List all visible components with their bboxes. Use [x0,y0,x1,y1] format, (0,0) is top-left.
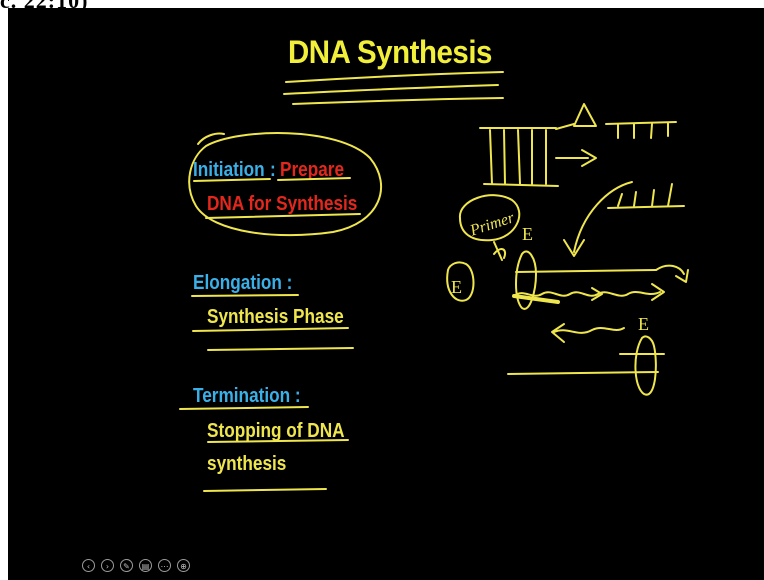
slideshow-controls: ‹ › ✎ ▤ ⋯ ⊕ [82,559,190,572]
initiation-underline [206,214,360,218]
strand-tooth [652,190,654,206]
ink-annotations: Primer E E E [8,8,764,580]
primer-text: Primer [467,209,517,240]
strand-bottom [608,206,684,208]
dna-strand-curl [656,266,684,274]
top-caption-strip: c. 22:10) [0,0,764,8]
elongation-underline [192,295,298,296]
termination-underline [204,489,326,491]
ladder-rung [490,130,492,184]
top-caption-text: c. 22:10) [0,0,88,8]
initiation-circle [189,133,381,235]
ladder-rung [504,130,505,184]
termination-underline [208,440,348,442]
termination-underline [180,407,308,409]
dna-strand [516,270,656,272]
strand-tooth [634,192,636,206]
pen-tool-button[interactable]: ✎ [120,559,133,572]
strand-tooth [618,194,622,206]
initiation-underline [194,179,270,181]
title-underline [284,85,498,94]
fork-arrow [556,124,574,129]
synthesis-highlight [514,296,558,302]
more-options-button[interactable]: ⋯ [158,559,171,572]
return-wave [554,328,624,333]
return-arrowhead [552,324,564,342]
strand-top [606,122,676,124]
elongation-underline [193,328,348,331]
previous-slide-button[interactable]: ‹ [82,559,95,572]
presentation-slide: DNA Synthesis Initiation : Prepare DNA f… [8,8,764,580]
title-underline [293,98,503,104]
next-slide-button[interactable]: › [101,559,114,572]
initiation-circle [198,133,224,144]
slide-sorter-button[interactable]: ▤ [139,559,152,572]
fork-triangle [574,104,596,126]
enzyme-top-text: E [522,224,533,244]
zoom-button[interactable]: ⊕ [177,559,190,572]
synthesis-wave [514,292,660,296]
title-underline [286,72,503,82]
ladder-rung [518,130,520,184]
enzyme-oval-lower [635,336,655,394]
strand-tooth [668,184,672,206]
enzyme-left-text: E [451,277,462,297]
initiation-underline [278,178,350,180]
strand-tooth [651,124,652,138]
enzyme-lower-text: E [638,314,649,334]
elongation-underline [208,348,353,350]
